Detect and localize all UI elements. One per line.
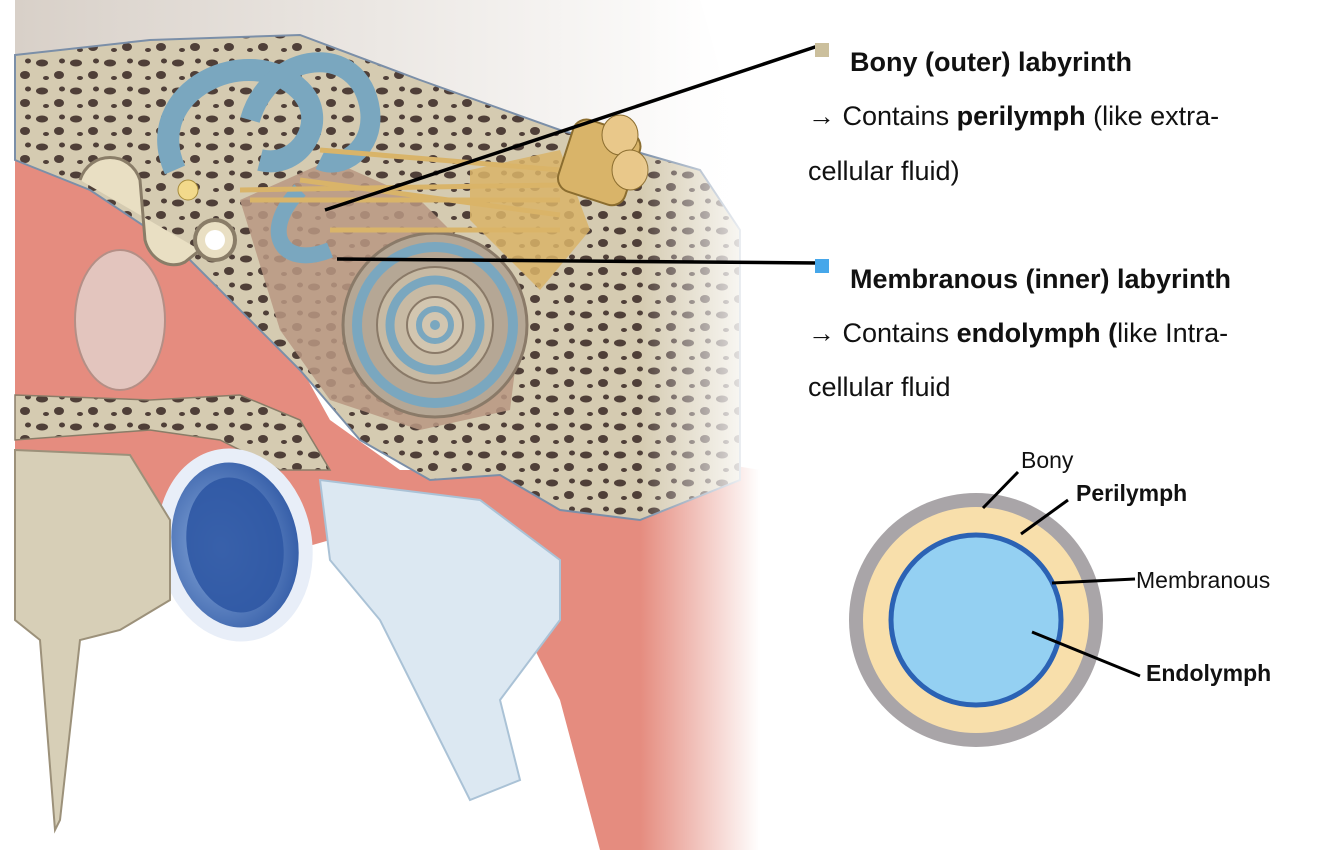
bony-title: Bony (outer) labyrinth [850,47,1132,77]
bony-layer-ring [849,493,1103,747]
cochlea [341,231,529,419]
bony-fluid-name: perilymph [956,101,1086,131]
membranous-title: Membranous (inner) labyrinth [850,264,1232,294]
perilymph-layer [863,507,1089,733]
bony-desc-pre: Contains [835,101,957,131]
bony-desc-post: (like extra- [1085,101,1220,131]
membranous-pointer [1051,577,1136,585]
membranous-desc-line2: cellular fluid [808,372,951,402]
inner-ear-illustration [14,0,760,850]
arrow-icon: → [808,318,835,348]
cross-section-label-membranous: Membranous [1136,567,1271,593]
cross-section-label-perilymph: Perilymph [1076,480,1188,506]
membranous-layer [888,532,1064,708]
perilymph-pointer [1020,498,1069,536]
bony-desc-line1: → Contains perilymph (like extra- [808,101,1219,132]
bony-swatch [815,43,829,57]
membranous-desc-pre: Contains [835,318,957,348]
bony-desc-line2: cellular fluid) [808,156,960,186]
cross-section-label-bony: Bony [1021,447,1074,473]
membranous-desc-post: like Intra- [1117,318,1229,348]
bony-pointer [981,470,1020,510]
cross-section-label-endolymph: Endolymph [1146,660,1272,686]
soft-tissue-layer [318,478,561,802]
membranous-swatch [815,259,829,273]
endolymph-pointer [1031,630,1141,678]
tympanic-membrane [74,249,166,391]
ear-canal-tissue [15,110,760,850]
lower-bone-plate [14,394,332,471]
mastoid-bone [14,448,171,834]
membranous-fluid-name: endolymph ( [956,318,1118,348]
arrow-icon: → [808,101,835,131]
membranous-desc-line1: → Contains endolymph (like Intra- [808,318,1228,349]
ossicles [78,156,237,267]
